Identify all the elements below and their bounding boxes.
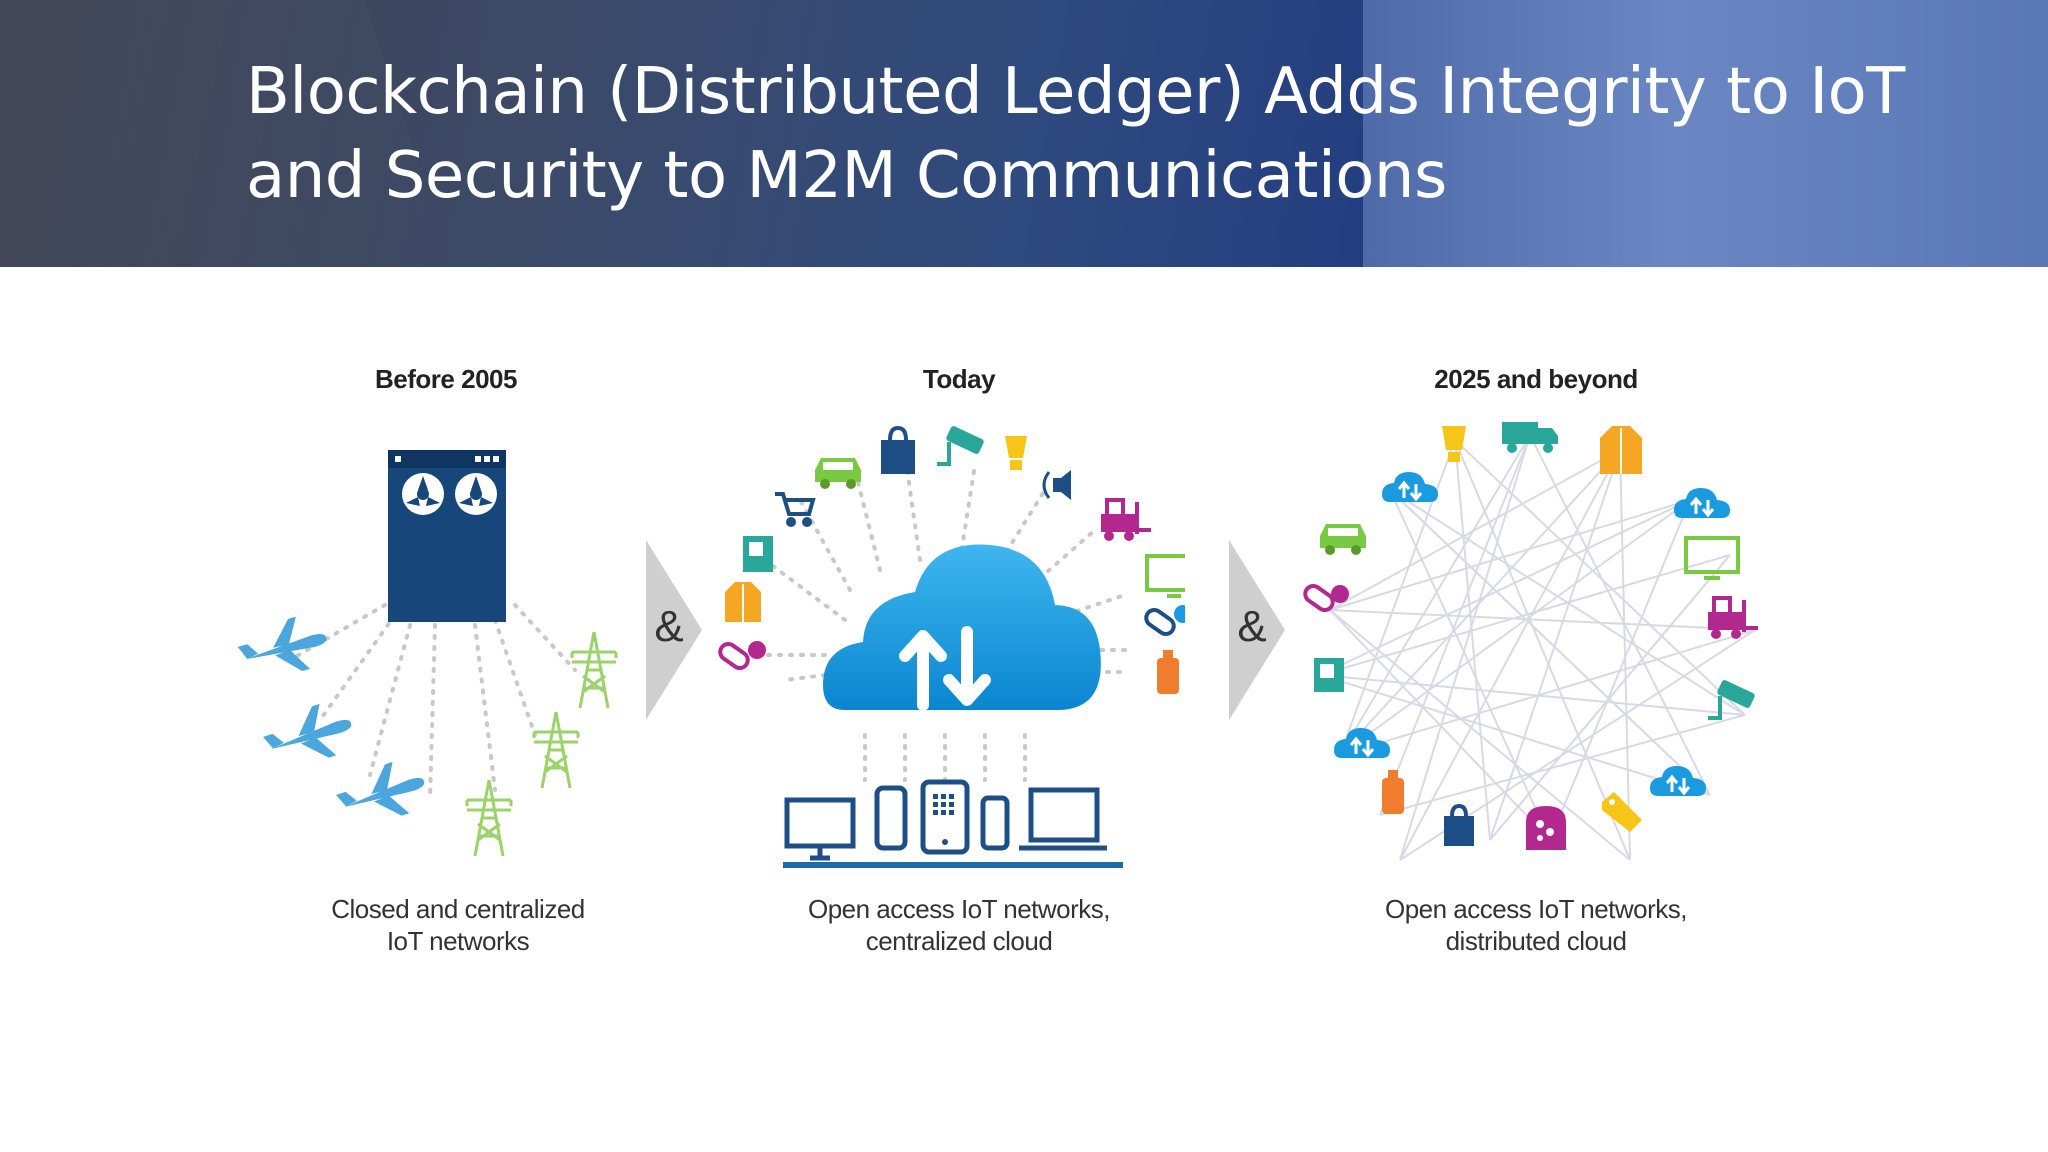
security-camera-icon	[937, 426, 984, 466]
banner-accent-panel	[1363, 0, 2048, 267]
caption-today: Open access IoT networks, centralized cl…	[729, 893, 1189, 957]
central-cloud-icon	[823, 544, 1101, 711]
title-banner: Blockchain (Distributed Ledger) Adds Int…	[0, 0, 2048, 267]
panel-label-today: Today	[922, 364, 996, 394]
security-camera-icon	[1708, 680, 1755, 720]
forklift-icon	[1101, 498, 1151, 541]
panel-label-2025: 2025 and beyond	[1434, 364, 1638, 394]
caption-2025-line1: Open access IoT networks,	[1384, 894, 1688, 924]
mainframe-server-icon	[388, 450, 506, 622]
caption-today-line2: centralized cloud	[865, 926, 1053, 956]
caption-today-line1: Open access IoT networks,	[807, 894, 1111, 924]
panel-before-2005-diagram	[237, 450, 618, 857]
caption-2025-line2: distributed cloud	[1445, 926, 1627, 956]
airplane-icon-3	[336, 761, 425, 816]
car-icon	[815, 458, 861, 489]
cloud-node-icon-1	[1382, 472, 1438, 502]
jacket-icon	[1600, 426, 1642, 474]
transition-arrow-2	[1229, 540, 1285, 720]
forklift-icon	[1708, 596, 1758, 639]
speaker-broadcast-icon	[1042, 470, 1071, 500]
tv-screen-icon	[1145, 554, 1185, 598]
shopping-bag-icon	[881, 425, 915, 474]
kiosk-icon	[743, 536, 773, 572]
cloud-node-icon-3	[1334, 728, 1390, 758]
device-laptop-icon	[1019, 787, 1107, 851]
device-small-phone-icon	[980, 795, 1010, 851]
light-bulb-icon	[1005, 436, 1027, 470]
light-bulb-icon	[1442, 426, 1466, 462]
dotted-spokes	[288, 603, 577, 802]
pills-icon-left	[718, 641, 766, 671]
panel-label-before-2005: Before 2005	[375, 364, 517, 394]
device-tablet-icon	[920, 779, 970, 855]
bottle-icon	[1382, 770, 1404, 814]
bread-toaster-icon	[1526, 806, 1566, 850]
panel-2025-diagram	[1303, 422, 1758, 861]
mesh-network-lines	[1319, 434, 1756, 861]
caption-before-2005-line2: IoT networks	[386, 926, 530, 956]
connector-ampersand-2: &	[1237, 602, 1267, 651]
caption-before-2005: Closed and centralized IoT networks	[228, 893, 688, 957]
price-tag-icon	[1602, 792, 1642, 832]
shopping-cart-icon	[775, 492, 816, 527]
panel-today-diagram	[718, 425, 1185, 868]
device-baseline	[783, 862, 1123, 868]
kiosk-icon	[1314, 658, 1344, 692]
car-icon	[1320, 524, 1366, 555]
cloud-node-icon-4	[1650, 766, 1706, 796]
power-tower-icon-3	[465, 779, 513, 857]
cloud-node-icon-2	[1674, 488, 1730, 518]
slide-title: Blockchain (Distributed Ledger) Adds Int…	[246, 50, 1966, 218]
airplane-icon-2	[263, 703, 352, 758]
pills-icon-right	[1144, 605, 1185, 637]
caption-before-2005-line1: Closed and centralized	[331, 894, 585, 924]
truck-icon	[1502, 422, 1558, 453]
tv-screen-icon	[1684, 536, 1740, 580]
title-line-2: and Security to M2M Communications	[246, 139, 1447, 213]
title-line-1: Blockchain (Distributed Ledger) Adds Int…	[246, 55, 1905, 129]
transition-arrow-1	[646, 540, 702, 720]
pills-icon	[1303, 583, 1349, 613]
power-tower-icon-1	[570, 631, 618, 709]
airplane-icon-1	[237, 616, 327, 671]
connector-ampersand-1: &	[654, 602, 684, 651]
power-tower-icon-2	[532, 711, 580, 789]
shopping-bag-icon	[1444, 803, 1474, 846]
caption-2025: Open access IoT networks, distributed cl…	[1306, 893, 1766, 957]
bottle-icon	[1157, 650, 1179, 694]
jacket-icon	[725, 582, 761, 622]
device-phone-icon	[874, 785, 908, 851]
device-monitor-icon	[784, 797, 856, 861]
